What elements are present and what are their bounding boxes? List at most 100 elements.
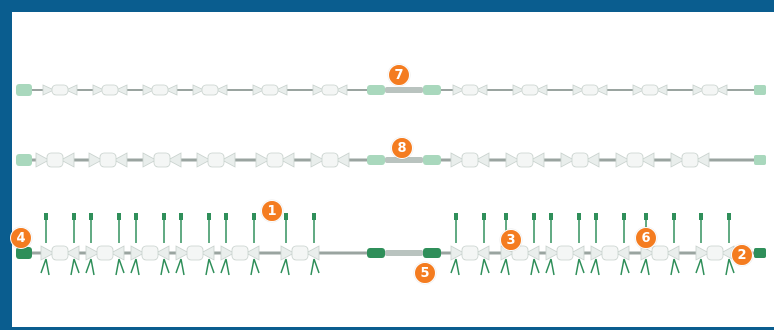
clamp-leg xyxy=(175,258,185,276)
clamp-leg xyxy=(160,258,170,276)
connector-body xyxy=(35,152,50,168)
coupling-right xyxy=(423,85,441,95)
stopcock-hub xyxy=(96,245,114,261)
connector-body xyxy=(585,152,600,168)
coupling-tube xyxy=(385,157,423,163)
coupling-tube xyxy=(385,87,423,93)
port-cap xyxy=(672,213,676,220)
clamp-leg xyxy=(310,258,320,276)
end-cap-right xyxy=(754,155,766,165)
port-cap xyxy=(179,213,183,220)
clamp-leg xyxy=(480,258,490,276)
connector-body xyxy=(305,245,320,261)
connector-body xyxy=(200,245,215,261)
connector-body xyxy=(142,152,157,168)
connector-body xyxy=(255,152,270,168)
left-frame-bar xyxy=(0,0,12,330)
connector-body xyxy=(572,84,585,96)
stopcock-hub xyxy=(461,84,479,96)
connector-body xyxy=(695,152,710,168)
port-cap xyxy=(504,213,508,220)
connector-body xyxy=(252,84,265,96)
clamp-leg xyxy=(130,258,140,276)
stopcock-hub xyxy=(626,152,644,168)
connector-body xyxy=(280,152,295,168)
connector-body xyxy=(335,84,348,96)
stopcock-hub xyxy=(186,245,204,261)
port-cap xyxy=(134,213,138,220)
connector-body xyxy=(530,152,545,168)
connector-body xyxy=(220,245,235,261)
clamp-leg xyxy=(500,258,510,276)
connector-body xyxy=(655,84,668,96)
connector-body xyxy=(221,152,236,168)
stopcock-hub xyxy=(99,152,117,168)
clamp-leg xyxy=(450,258,460,276)
connector-body xyxy=(130,245,145,261)
stopcock-hub xyxy=(461,245,479,261)
end-cap-left xyxy=(16,84,32,96)
connector-body xyxy=(40,245,55,261)
clamp-leg xyxy=(575,258,585,276)
port-cap xyxy=(284,213,288,220)
port-cap xyxy=(207,213,211,220)
callout-badge-2: 2 xyxy=(731,244,753,266)
stopcock-hub xyxy=(51,84,69,96)
connector-body xyxy=(65,84,78,96)
connector-body xyxy=(570,245,585,261)
callout-badge-4: 4 xyxy=(10,227,32,249)
connector-body xyxy=(280,245,295,261)
connector-body xyxy=(65,245,80,261)
connector-body xyxy=(245,245,260,261)
end-cap-right xyxy=(754,248,766,258)
connector-body xyxy=(215,84,228,96)
clamp-leg xyxy=(640,258,650,276)
port-cap xyxy=(252,213,256,220)
connector-body xyxy=(615,245,630,261)
connector-body xyxy=(85,245,100,261)
connector-body xyxy=(155,245,170,261)
connector-body xyxy=(113,152,128,168)
connector-body xyxy=(665,245,680,261)
port-cap xyxy=(622,213,626,220)
stopcock-hub xyxy=(261,84,279,96)
connector-body xyxy=(115,84,128,96)
connector-body xyxy=(450,152,465,168)
connector-body xyxy=(42,84,55,96)
stopcock-hub xyxy=(291,245,309,261)
connector-body xyxy=(175,245,190,261)
connector-body xyxy=(452,84,465,96)
connector-body xyxy=(590,245,605,261)
clamp-leg xyxy=(220,258,230,276)
connector-body xyxy=(595,84,608,96)
stopcock-hub xyxy=(101,84,119,96)
manifold-line-middle xyxy=(16,152,766,168)
stopcock-hub xyxy=(153,152,171,168)
connector-body xyxy=(505,152,520,168)
stopcock-hub xyxy=(556,245,574,261)
clamp-leg xyxy=(670,258,680,276)
port-cap xyxy=(454,213,458,220)
connector-body xyxy=(525,245,540,261)
clamp-leg xyxy=(725,258,735,276)
clamp-leg xyxy=(40,258,50,276)
port-cap xyxy=(699,213,703,220)
port-cap xyxy=(117,213,121,220)
port-cap xyxy=(224,213,228,220)
bottom-frame-bar xyxy=(0,327,774,330)
connector-body xyxy=(167,152,182,168)
clamp-leg xyxy=(70,258,80,276)
connector-body xyxy=(310,152,325,168)
connector-body xyxy=(715,84,728,96)
connector-body xyxy=(535,84,548,96)
connector-body xyxy=(196,152,211,168)
connector-body xyxy=(512,84,525,96)
connector-body xyxy=(640,152,655,168)
coupling-right xyxy=(423,248,441,258)
stopcock-hub xyxy=(641,84,659,96)
stopcock-hub xyxy=(651,245,669,261)
port-cap xyxy=(482,213,486,220)
callout-badge-3: 3 xyxy=(500,229,522,251)
callout-badge-5: 5 xyxy=(414,262,436,284)
connector-body xyxy=(692,84,705,96)
